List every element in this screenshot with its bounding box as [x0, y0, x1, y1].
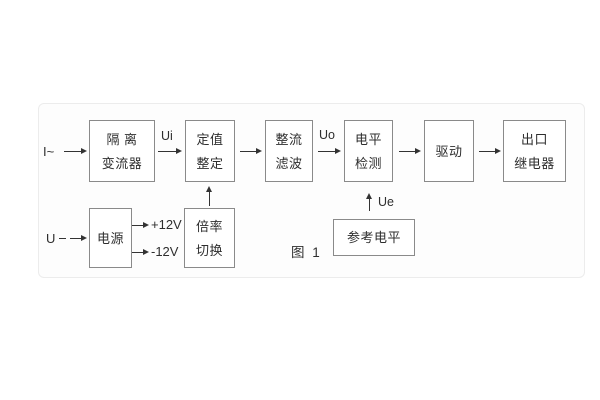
block-setting-line1: 定值	[196, 131, 224, 147]
arrow-multiplier-to-setting	[206, 186, 212, 206]
block-level-detect: 电平 检测	[344, 120, 393, 182]
arrow-isolation-to-setting	[158, 148, 182, 154]
block-multiplier-line1: 倍率	[195, 218, 223, 234]
block-isolation-line1: 隔 离	[106, 131, 138, 147]
signal-ue-label: Ue	[378, 195, 394, 209]
block-power-line1: 电源	[96, 230, 124, 246]
block-setting-adjust: 定值 整定	[185, 120, 235, 182]
block-drive-line1: 驱动	[435, 143, 463, 159]
block-rectifier-line2: 滤波	[275, 155, 303, 171]
arrow-current-to-isolation	[64, 148, 87, 154]
arrow-rectifier-to-level	[318, 148, 341, 154]
block-isolation-transformer: 隔 离 变流器	[89, 120, 155, 182]
block-output-relay: 出口 继电器	[503, 120, 566, 182]
input-current-label: I~	[43, 144, 55, 159]
arrow-drive-to-relay	[479, 148, 501, 154]
figure-caption: 图 1	[291, 245, 322, 260]
block-power-supply: 电源	[89, 208, 132, 268]
block-setting-line2: 整定	[196, 155, 224, 171]
arrow-level-to-drive	[399, 148, 421, 154]
dash-voltage-input	[59, 238, 66, 239]
block-level-line1: 电平	[354, 131, 382, 147]
input-voltage-label: U	[46, 231, 56, 246]
block-relay-line1: 出口	[520, 131, 548, 147]
signal-uo-label: Uo	[319, 128, 335, 142]
minus12v-label: -12V	[151, 244, 179, 259]
plus12v-label: +12V	[151, 217, 182, 232]
block-multiplier-line2: 切换	[195, 242, 223, 258]
signal-ui-label: Ui	[161, 129, 173, 143]
block-rectifier-filter: 整流 滤波	[265, 120, 313, 182]
block-relay-line2: 继电器	[514, 155, 555, 171]
arrow-setting-to-rectifier	[240, 148, 262, 154]
block-level-line2: 检测	[354, 155, 382, 171]
block-multiplier-switch: 倍率 切换	[184, 208, 235, 268]
block-reference-level: 参考电平	[333, 219, 415, 256]
arrow-reference-to-level	[366, 193, 372, 211]
block-reference-line1: 参考电平	[346, 230, 401, 245]
block-rectifier-line1: 整流	[275, 131, 303, 147]
arrow-power-minus12v	[132, 249, 149, 255]
block-isolation-line2: 变流器	[101, 155, 143, 171]
arrow-power-plus12v	[132, 222, 149, 228]
block-drive: 驱动	[424, 120, 474, 182]
arrow-voltage-to-power	[70, 235, 87, 241]
